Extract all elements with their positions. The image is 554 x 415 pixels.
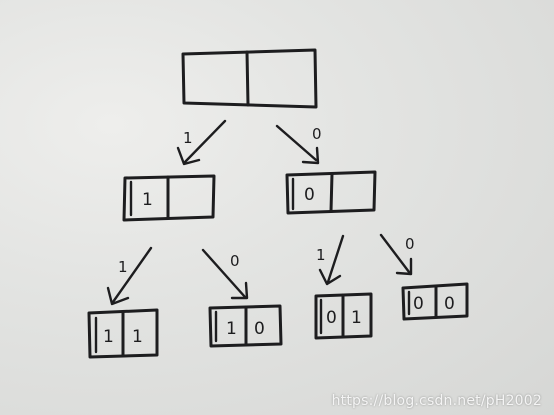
edge-label-left-right: 0: [230, 252, 240, 270]
edge-label-root-right: 0: [312, 125, 322, 143]
level2-node-3-cell-1: 0: [326, 308, 337, 328]
level2-node-3-cell-2: 1: [351, 308, 362, 328]
level2-node-1: 1 1: [87, 308, 159, 359]
level2-node-2: 1 0: [208, 304, 283, 348]
level2-node-2-cell-2: 0: [254, 319, 265, 339]
edge-label-right-left: 1: [316, 246, 326, 264]
level2-node-1-cell-1: 1: [103, 327, 114, 347]
level2-node-4-cell-2: 0: [444, 294, 455, 314]
level1-right-cell-1: 0: [304, 185, 315, 205]
level1-right-node: 0: [285, 170, 377, 215]
edge-root-left: 1: [176, 119, 227, 166]
level1-left-node: 1: [122, 174, 216, 222]
edge-left-right: 0: [201, 248, 249, 300]
level2-node-1-cell-2: 1: [132, 327, 143, 347]
level2-node-4-cell-1: 0: [413, 294, 424, 314]
edge-right-right: 0: [379, 233, 415, 276]
edge-root-right: 0: [275, 124, 322, 165]
level2-node-4: 0 0: [401, 282, 469, 321]
level2-node-3: 0 1: [314, 292, 373, 340]
edge-label-root-left: 1: [183, 129, 193, 147]
level2-node-2-cell-1: 1: [226, 319, 237, 339]
level1-left-cell-1: 1: [142, 190, 153, 210]
edge-right-left: 1: [316, 234, 345, 286]
watermark-url: https://blog.csdn.net/pH2002: [331, 393, 542, 409]
edge-left-left: 1: [106, 246, 153, 306]
root-node: [181, 48, 318, 109]
edge-label-right-right: 0: [405, 235, 415, 253]
edge-label-left-left: 1: [118, 258, 128, 276]
